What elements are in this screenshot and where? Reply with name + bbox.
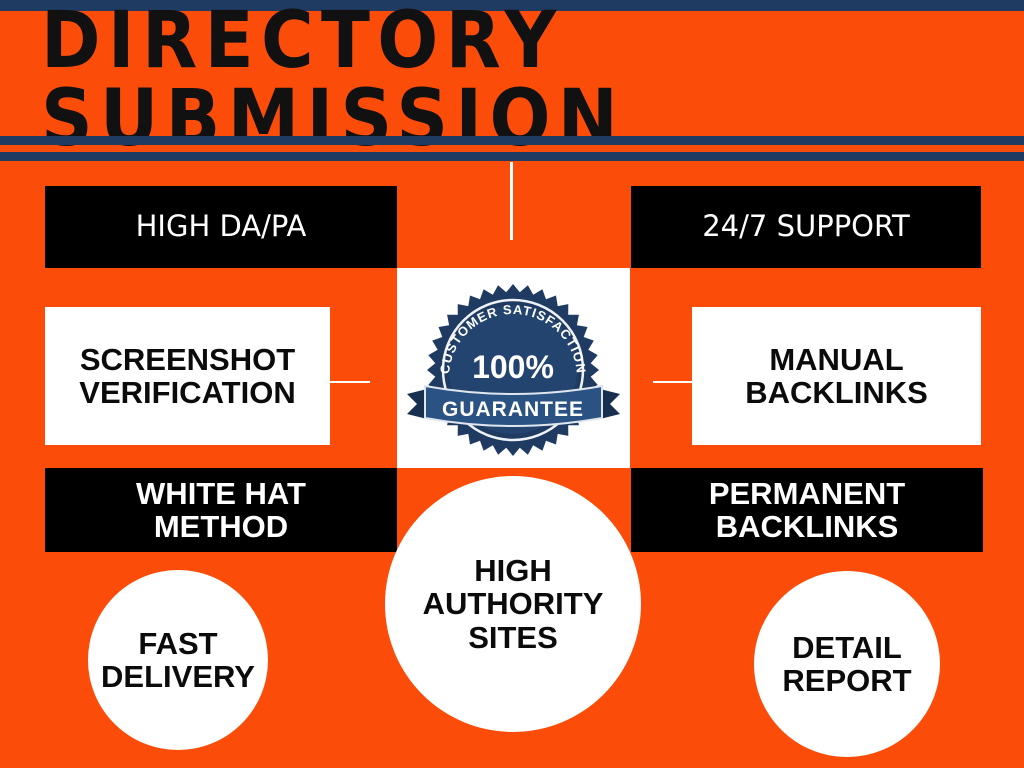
badge-percent: 100% bbox=[472, 349, 554, 385]
feature-manual-backlinks: MANUAL BACKLINKS bbox=[692, 307, 981, 445]
center-connector-line bbox=[510, 162, 513, 240]
feature-authority-line1: HIGH bbox=[474, 552, 552, 588]
feature-manual-line1: MANUAL bbox=[769, 341, 904, 377]
feature-whitehat-line1: WHITE HAT bbox=[136, 475, 306, 511]
feature-fast-line1: FAST bbox=[138, 625, 218, 661]
feature-support: 24/7 SUPPORT bbox=[631, 186, 981, 268]
feature-detail-report: DETAIL REPORT bbox=[754, 571, 940, 757]
feature-detail-line1: DETAIL bbox=[792, 629, 902, 665]
feature-white-hat-method: WHITE HAT METHOD bbox=[45, 468, 397, 552]
feature-high-da-pa: HIGH DA/PA bbox=[45, 186, 397, 268]
feature-whitehat-line2: METHOD bbox=[153, 509, 289, 544]
feature-permanent-line1: PERMANENT bbox=[708, 475, 906, 511]
badge-ribbon-text: GUARANTEE bbox=[442, 398, 584, 421]
feature-screenshot-line2: VERIFICATION bbox=[79, 375, 296, 410]
feature-permanent-line2: BACKLINKS bbox=[715, 509, 899, 544]
feature-screenshot-line1: SCREENSHOT bbox=[79, 341, 296, 377]
feature-authority-line2: AUTHORITY bbox=[422, 586, 604, 622]
feature-support-label: 24/7 SUPPORT bbox=[702, 209, 910, 244]
feature-permanent-backlinks: PERMANENT BACKLINKS bbox=[631, 468, 983, 552]
feature-screenshot-verification: SCREENSHOT VERIFICATION bbox=[45, 307, 330, 445]
feature-detail-line2: REPORT bbox=[782, 663, 912, 698]
guarantee-badge: CUSTOMER SATISFACTION 100% GUARANTEE bbox=[407, 284, 620, 456]
title-divider-lower bbox=[0, 152, 1024, 161]
page-title: DIRECTORY SUBMISSION bbox=[40, 0, 626, 164]
feature-authority-line3: SITES bbox=[468, 619, 558, 655]
seal-ring bbox=[441, 298, 585, 442]
ribbon-band bbox=[424, 384, 603, 427]
left-connector-line bbox=[330, 381, 370, 383]
right-connector-line bbox=[653, 381, 692, 383]
top-stripe bbox=[0, 0, 1024, 11]
title-divider-upper bbox=[0, 136, 1024, 145]
feature-fast-line2: DELIVERY bbox=[101, 659, 255, 694]
feature-high-authority-sites: HIGH AUTHORITY SITES bbox=[385, 476, 641, 732]
badge-panel: CUSTOMER SATISFACTION 100% GUARANTEE bbox=[397, 268, 630, 468]
feature-manual-line2: BACKLINKS bbox=[745, 375, 928, 410]
feature-fast-delivery: FAST DELIVERY bbox=[88, 570, 268, 750]
feature-high-da-pa-label: HIGH DA/PA bbox=[135, 209, 307, 244]
